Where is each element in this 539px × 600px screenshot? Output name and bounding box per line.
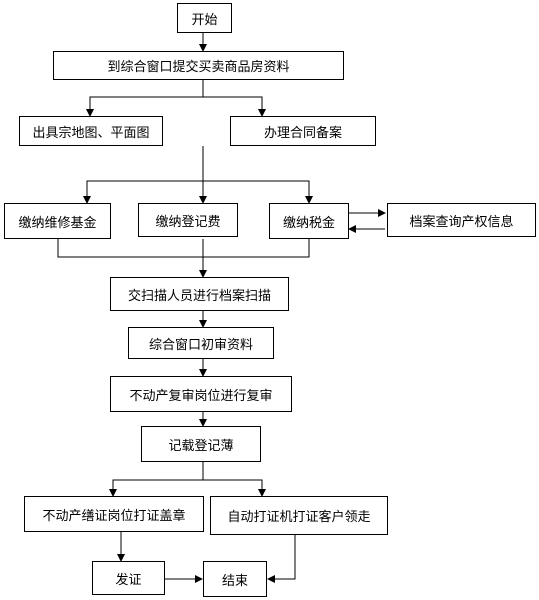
node-re-review: 不动产复审岗位进行复审: [110, 376, 292, 412]
node-submit: 到综合窗口提交买卖商品房资料: [53, 51, 344, 80]
node-issue: 发证: [92, 561, 165, 595]
edge-fees-scan-merge: [57, 239, 310, 258]
edge-self-service-end: [267, 535, 296, 583]
edge-record-self-service: [203, 479, 266, 497]
node-initial-review: 综合窗口初审资料: [128, 327, 274, 359]
edge-record-certificate-print: [109, 479, 203, 497]
node-start: 开始: [177, 3, 232, 33]
edge-contract-tax: [203, 180, 313, 204]
node-record: 记载登记薄: [141, 426, 261, 462]
edge-submit-contract: [203, 96, 266, 117]
node-survey: 出具宗地图、平面图: [19, 116, 163, 146]
node-tax: 缴纳税金: [269, 203, 349, 239]
node-registration-fee: 缴纳登记费: [138, 203, 238, 237]
edge-contract-maintenance-fund: [83, 180, 203, 204]
node-contract: 办理合同备案: [230, 116, 376, 146]
node-end: 结束: [203, 561, 267, 597]
node-scan: 交扫描人员进行档案扫描: [110, 277, 289, 311]
node-certificate-print: 不动产缮证岗位打证盖章: [24, 496, 204, 532]
node-self-service: 自动打证机打证客户领走: [210, 496, 388, 535]
node-archive-query: 档案查询产权信息: [387, 203, 536, 237]
node-maintenance-fund: 缴纳维修基金: [4, 203, 111, 239]
edge-submit-survey: [86, 80, 204, 117]
